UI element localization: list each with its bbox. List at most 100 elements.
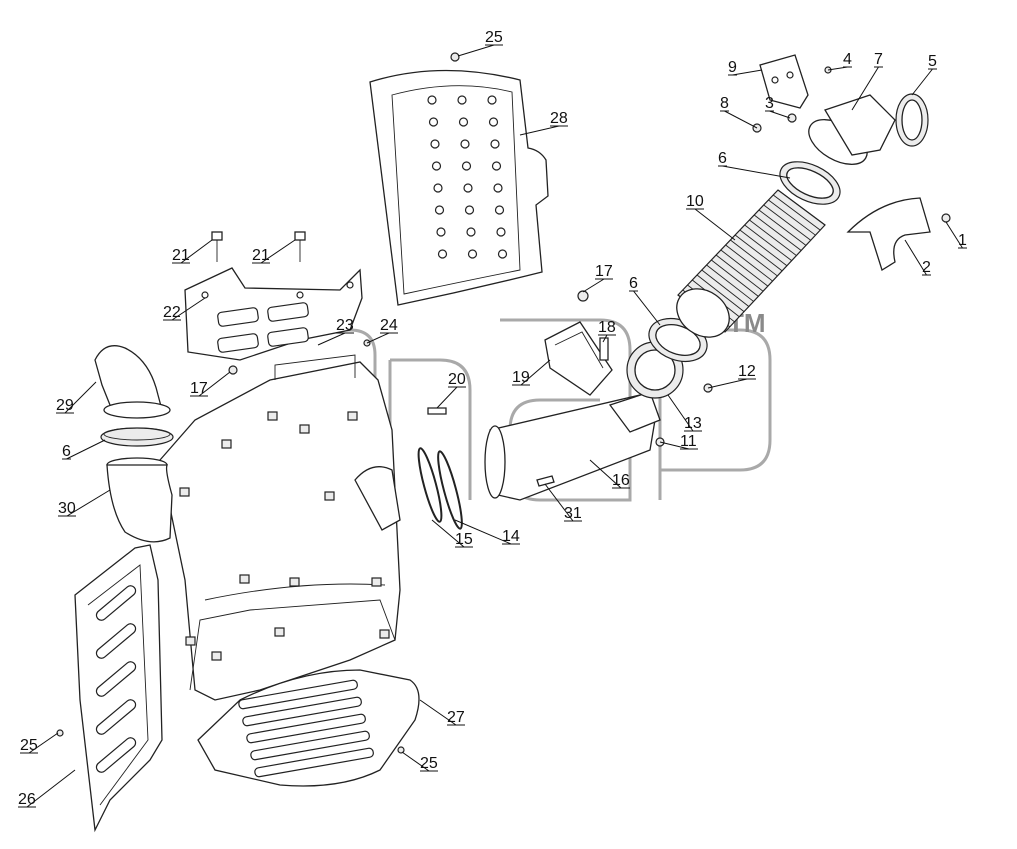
bottom-slot	[254, 747, 374, 778]
body-clip	[185, 636, 196, 646]
callout-leader	[945, 221, 963, 249]
shield-hole	[434, 205, 445, 215]
hose-rib	[720, 249, 769, 287]
hose-rib	[701, 269, 750, 307]
gasket-14	[437, 450, 463, 530]
clamp-5	[895, 93, 929, 147]
shield-holes-top	[427, 95, 508, 259]
shield-hole	[430, 139, 440, 149]
callout-11: 11	[680, 433, 697, 450]
callout-1: 1	[958, 232, 967, 249]
callout-5: 5	[928, 53, 937, 70]
bolt-31	[536, 475, 555, 487]
callout-29: 29	[56, 397, 74, 414]
seal-ring-6-upper	[779, 161, 841, 205]
callout-23: 23	[336, 317, 354, 334]
shield-hole	[436, 227, 446, 237]
nut-25-bottom	[397, 746, 405, 754]
gasket-15	[417, 447, 443, 523]
callout-leader	[366, 332, 390, 344]
body-clip	[289, 577, 300, 587]
callout-leader	[589, 459, 622, 489]
callout-leader	[707, 378, 748, 389]
callout-leader	[827, 66, 848, 71]
callout-25: 25	[420, 755, 438, 772]
shield-hole	[494, 205, 505, 215]
bottom-slot	[242, 696, 362, 727]
callout-leader	[457, 44, 495, 57]
callout-leader	[454, 519, 512, 545]
callout-17: 17	[190, 380, 208, 397]
callout-leader	[431, 519, 465, 548]
callout-leader	[64, 381, 97, 414]
callout-leader	[724, 110, 758, 129]
hose-rib	[758, 209, 807, 246]
shield-hole	[461, 161, 472, 171]
callout-leader	[544, 483, 574, 522]
side-shield-slots	[95, 585, 137, 773]
callout-15: 15	[455, 531, 473, 548]
nut-25-top	[450, 52, 460, 62]
bracket-9	[759, 54, 809, 109]
callout-24: 24	[380, 317, 398, 334]
shield-hole	[496, 227, 506, 237]
shield-hole	[487, 95, 497, 105]
callout-7: 7	[874, 51, 883, 68]
nut-25-left	[56, 729, 64, 737]
shield-hole	[457, 95, 467, 105]
side-slot	[95, 699, 137, 735]
callout-leader	[26, 769, 76, 808]
callout-leader	[659, 441, 690, 450]
nut-3	[787, 113, 797, 123]
callout-leader	[260, 239, 296, 264]
shield-hole	[460, 139, 470, 149]
hose-rib	[715, 254, 764, 292]
bottom-slot	[246, 713, 366, 744]
callout-6: 6	[718, 150, 727, 167]
callout-30: 30	[58, 500, 76, 517]
callout-leader	[904, 239, 927, 276]
callout-leader	[28, 732, 59, 754]
shield-hole	[490, 139, 500, 149]
callout-leader	[520, 359, 551, 386]
hose-rib	[711, 259, 759, 297]
pipe-bracket-19	[544, 321, 613, 396]
callout-leader	[694, 208, 736, 241]
hose-rib	[696, 274, 745, 312]
body-clip	[221, 439, 232, 449]
shield-hole	[427, 95, 437, 105]
callout-leader	[66, 439, 106, 460]
callout-17: 17	[595, 263, 613, 280]
callout-19: 19	[512, 369, 530, 386]
shield-hole	[458, 117, 469, 127]
hose-rib	[706, 264, 754, 302]
callout-leader	[401, 751, 430, 772]
flex-hose-10	[676, 189, 826, 338]
hose-rib	[734, 234, 783, 272]
callout-6: 6	[62, 443, 71, 460]
callout-6: 6	[629, 275, 638, 292]
body-clip	[347, 411, 358, 421]
inlet-flange	[354, 466, 401, 531]
callout-leader	[171, 297, 206, 321]
callout-8: 8	[720, 95, 729, 112]
shield-hole	[497, 249, 508, 259]
hose-rib	[725, 244, 773, 282]
body-clip	[211, 651, 222, 661]
body-clip	[267, 411, 278, 421]
body-clips	[179, 411, 390, 661]
bottom-shield-slots	[238, 679, 374, 778]
callout-18: 18	[598, 319, 616, 336]
callout-leader	[419, 699, 457, 726]
shield-hole	[437, 249, 448, 259]
shield-hole	[431, 161, 442, 171]
callout-leader	[180, 239, 213, 264]
shield-hole	[488, 117, 499, 127]
callout-leader	[317, 332, 346, 346]
callout-21: 21	[172, 247, 190, 264]
bottom-slot	[250, 730, 370, 761]
callout-leader	[769, 110, 791, 119]
nut-17-left	[228, 365, 238, 375]
callout-leader	[66, 489, 111, 517]
callout-10: 10	[686, 193, 704, 210]
